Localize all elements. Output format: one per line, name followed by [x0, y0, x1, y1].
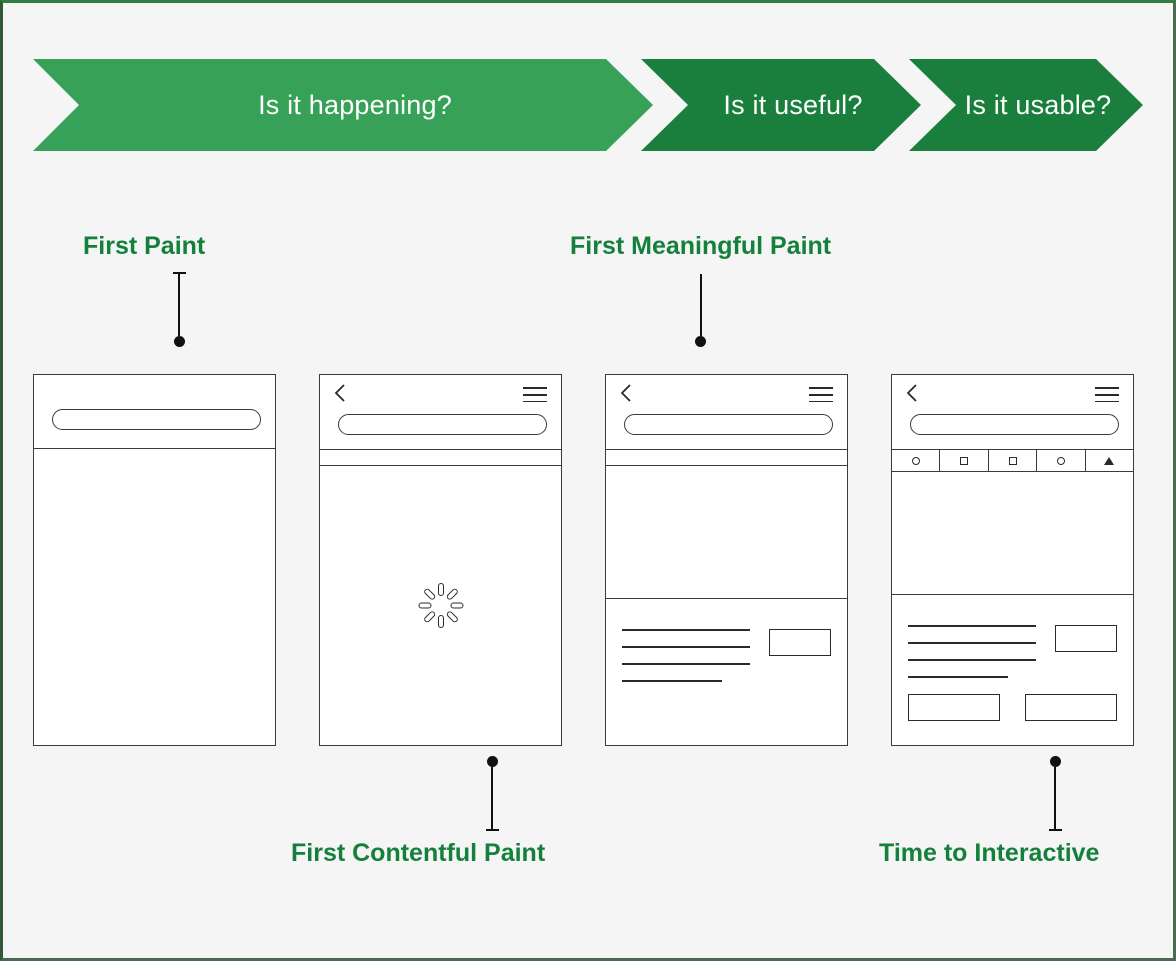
text-placeholder-lines [908, 625, 1036, 678]
circle-icon [911, 456, 920, 465]
metric-first-meaningful-paint: First Meaningful Paint [570, 232, 832, 347]
text-line [908, 642, 1036, 644]
metric-first-paint: First Paint [83, 232, 206, 347]
text-line [622, 680, 722, 682]
phone-mockup-first-meaningful-paint [605, 374, 848, 746]
leader-stem [178, 273, 181, 336]
back-chevron-icon[interactable] [334, 384, 346, 402]
content-section [606, 599, 847, 745]
hamburger-menu-icon[interactable] [809, 387, 833, 403]
text-line [622, 629, 750, 631]
hero-block [892, 472, 1133, 595]
back-chevron-icon[interactable] [620, 384, 632, 402]
hamburger-menu-icon[interactable] [523, 387, 547, 403]
leader-stem [491, 767, 494, 829]
content-section [892, 595, 1133, 745]
leader-stem [699, 273, 702, 336]
chrome-icons [904, 382, 1121, 406]
leader-dot [1049, 756, 1061, 767]
hero-block [606, 466, 847, 599]
square-icon [1008, 456, 1017, 465]
page-body [606, 466, 847, 745]
metric-first-contentful-paint: First Contentful Paint [291, 756, 545, 868]
toolbar-item-triangle[interactable] [1086, 450, 1133, 471]
phase-chevron-is-it-happening[interactable]: Is it happening? [33, 59, 653, 151]
phone-mockup-first-paint [33, 374, 276, 746]
app-toolbar [892, 450, 1133, 472]
leader-dot [695, 335, 707, 347]
leader-line [172, 271, 186, 347]
browser-chrome [34, 375, 275, 449]
leader-cap [1048, 829, 1062, 831]
browser-chrome [320, 375, 561, 450]
browser-chrome [606, 375, 847, 450]
leader-line [1048, 756, 1062, 831]
metric-label: First Contentful Paint [291, 839, 546, 867]
triangle-icon [1104, 456, 1115, 465]
loading-spinner-icon [418, 583, 464, 629]
phase-chevron-is-it-usable[interactable]: Is it usable? [909, 59, 1143, 151]
leader-cap [485, 829, 499, 831]
url-bar[interactable] [338, 414, 547, 435]
square-icon [960, 456, 969, 465]
text-line [908, 659, 1036, 661]
phone-mockup-first-contentful-paint [319, 374, 562, 746]
text-line [908, 625, 1036, 627]
metric-label: First Meaningful Paint [570, 232, 832, 260]
toolbar-item-circle-2[interactable] [1037, 450, 1086, 471]
leader-stem [1054, 767, 1057, 829]
hamburger-menu-icon[interactable] [1095, 387, 1119, 403]
leader-cap [172, 271, 186, 274]
empty-viewport [34, 449, 275, 745]
chrome-icons [618, 382, 835, 406]
metric-time-to-interactive: Time to Interactive [879, 756, 1099, 868]
url-bar[interactable] [52, 409, 261, 430]
phase-chevron-is-it-useful[interactable]: Is it useful? [641, 59, 921, 151]
text-line [908, 676, 1008, 678]
image-placeholder [769, 629, 831, 656]
action-button-row [908, 694, 1117, 721]
toolbar-item-square-1[interactable] [940, 450, 989, 471]
action-button-right[interactable] [1025, 694, 1117, 721]
phase-label: Is it happening? [258, 89, 452, 120]
leader-line [485, 756, 499, 831]
header-strip [320, 450, 561, 466]
image-placeholder [1055, 625, 1117, 652]
text-line [622, 663, 750, 665]
page-body [892, 472, 1133, 745]
diagram-canvas: Is it happening? Is it useful? Is it usa… [3, 3, 1173, 958]
url-bar[interactable] [910, 414, 1119, 435]
text-placeholder-lines [622, 629, 750, 682]
leader-dot [486, 756, 498, 767]
action-button-left[interactable] [908, 694, 1000, 721]
leader-dot [173, 335, 185, 347]
toolbar-item-circle[interactable] [892, 450, 941, 471]
chrome-icons [332, 382, 549, 406]
phase-label: Is it useful? [723, 89, 863, 120]
header-strip [606, 450, 847, 466]
phase-banner: Is it happening? Is it useful? Is it usa… [33, 59, 1143, 151]
phase-label: Is it usable? [964, 89, 1112, 120]
page-body [320, 466, 561, 745]
page-body [34, 449, 275, 745]
leader-line [694, 272, 708, 347]
phone-mockup-time-to-interactive [891, 374, 1134, 746]
back-chevron-icon[interactable] [906, 384, 918, 402]
toolbar-item-square-2[interactable] [989, 450, 1038, 471]
browser-chrome [892, 375, 1133, 450]
circle-icon [1056, 456, 1065, 465]
text-line [622, 646, 750, 648]
metric-label: First Paint [83, 232, 206, 260]
metric-label: Time to Interactive [879, 839, 1100, 867]
url-bar[interactable] [624, 414, 833, 435]
loading-viewport [320, 466, 561, 745]
